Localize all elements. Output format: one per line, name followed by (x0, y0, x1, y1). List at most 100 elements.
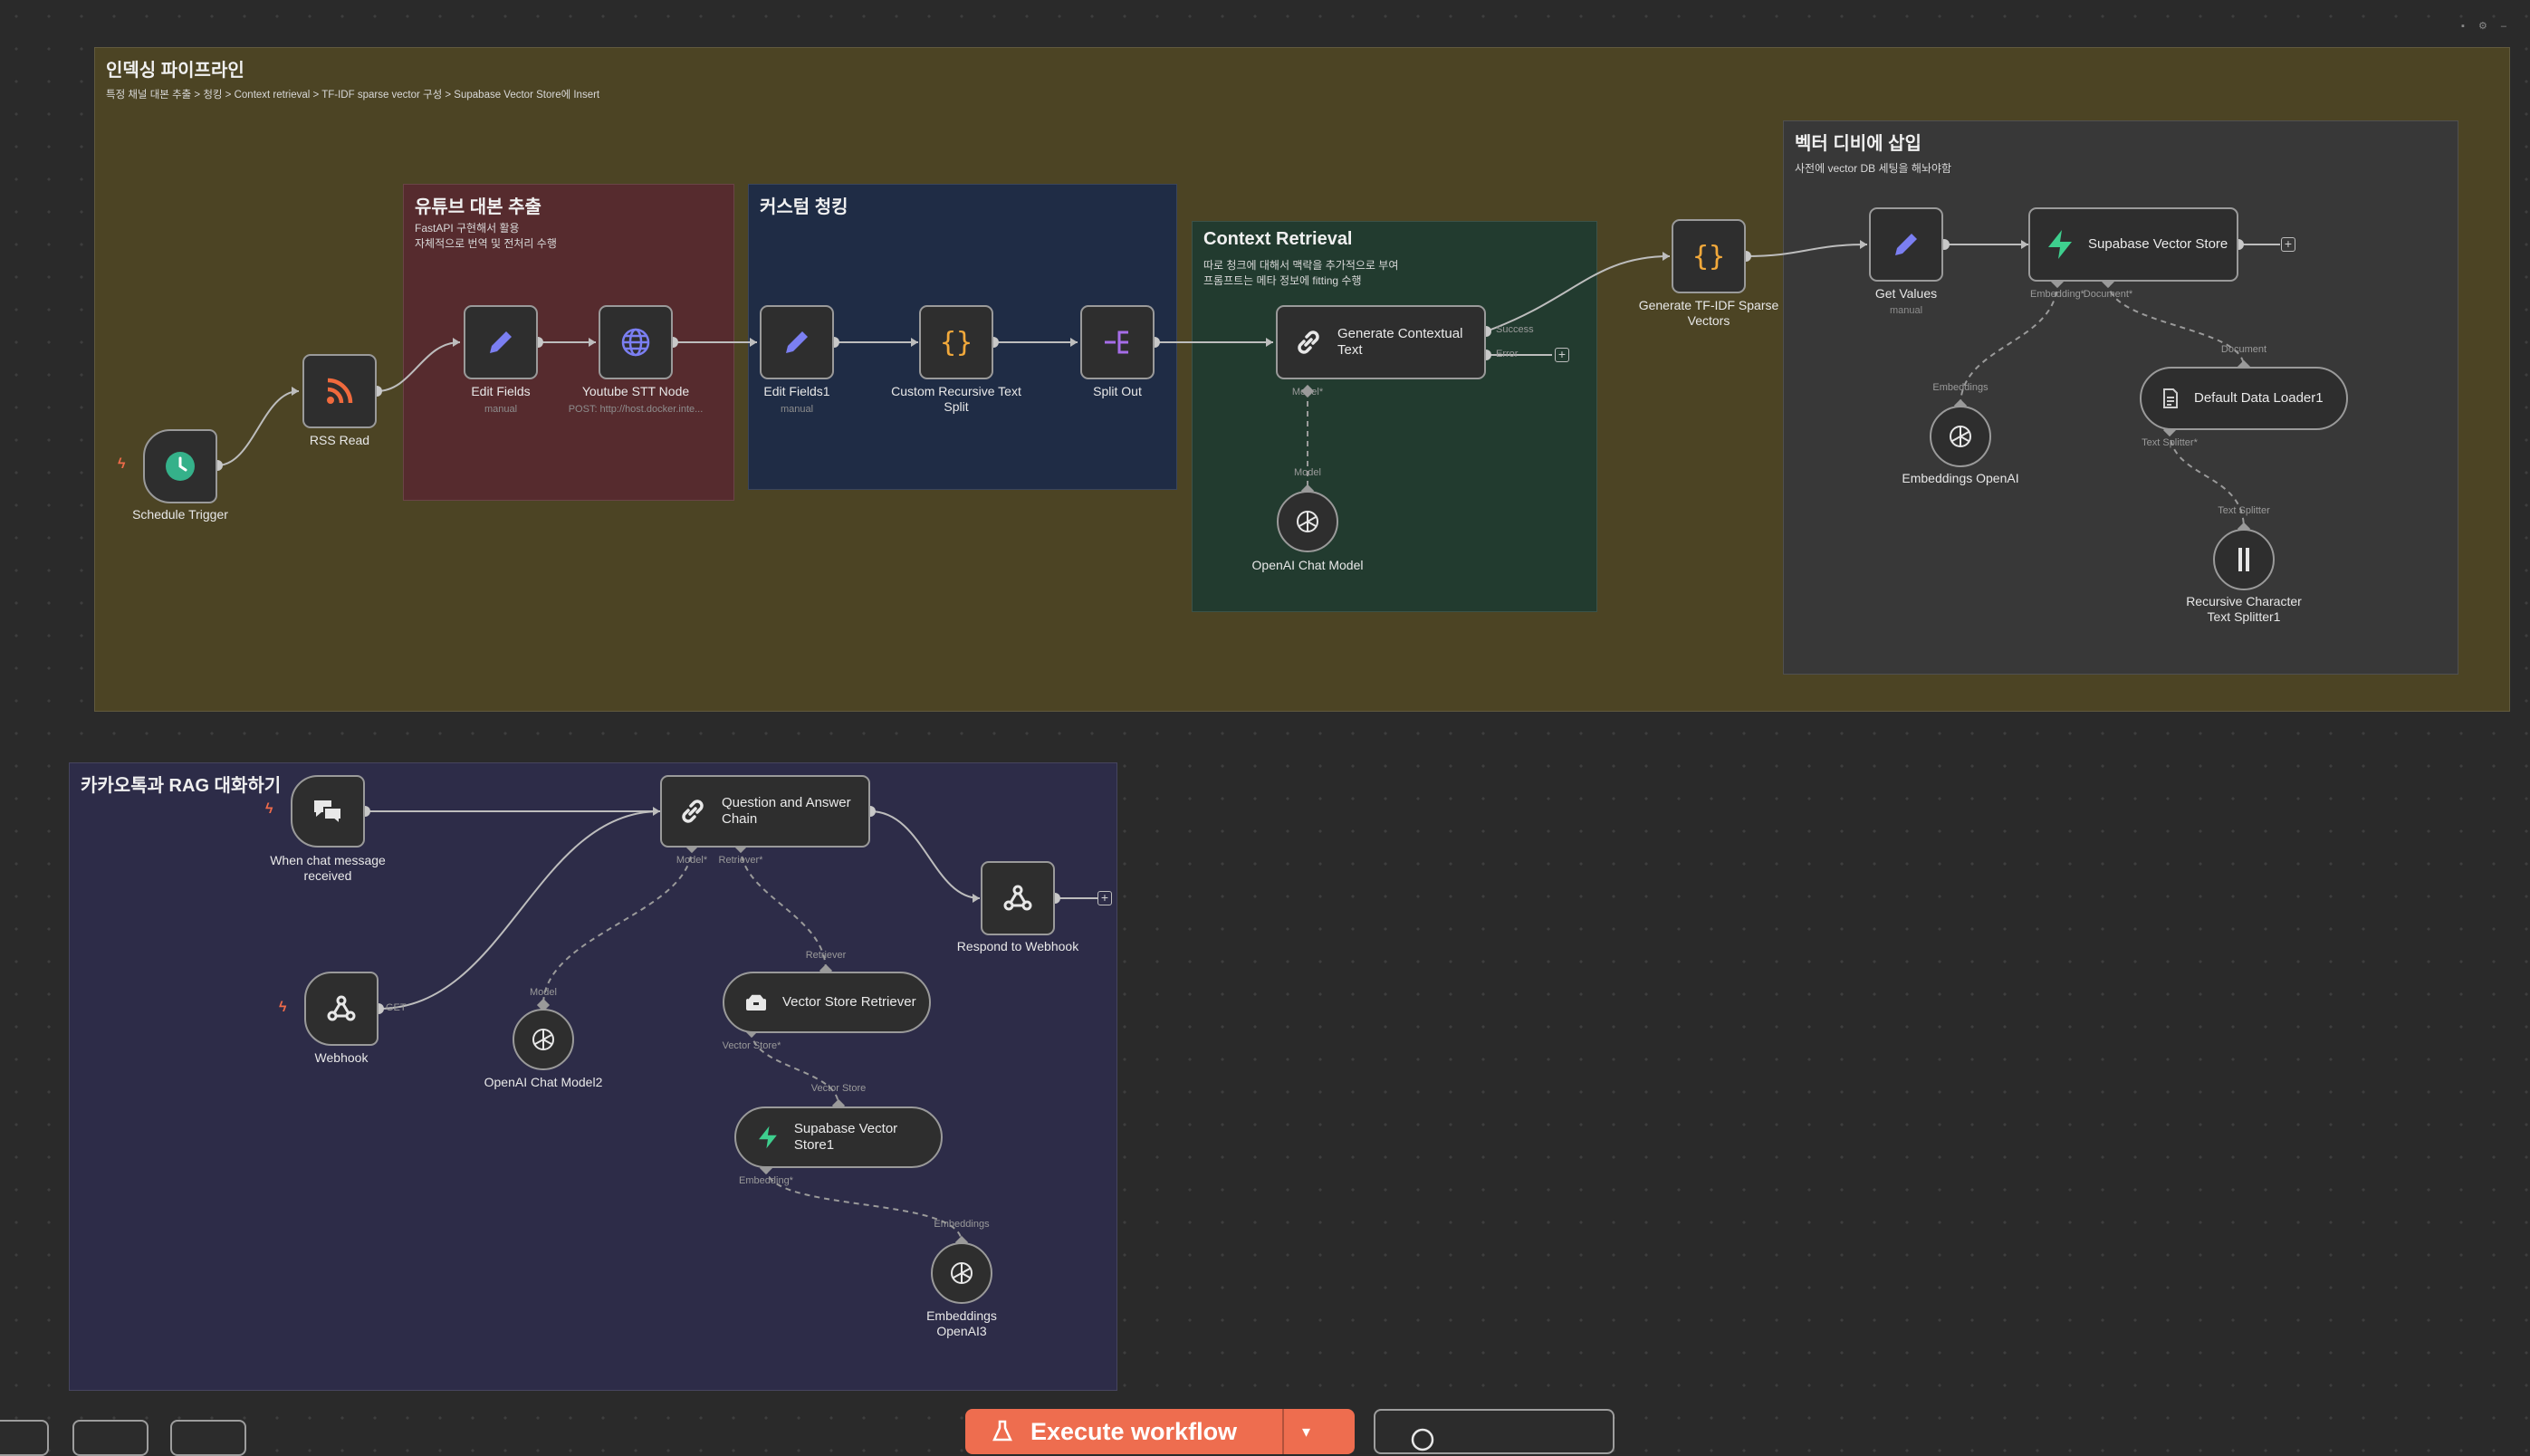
port-label-get: GET (386, 1002, 407, 1013)
openai-icon (951, 1262, 973, 1284)
pencil-icon (786, 331, 808, 353)
node-openai-chat-model2[interactable] (513, 1009, 574, 1070)
node-label: Recursive Character Text Splitter1 (2186, 594, 2302, 624)
supabase-icon (759, 1126, 777, 1149)
port-label-embeddings: Embeddings (1932, 382, 1989, 393)
execute-workflow-label: Execute workflow (1030, 1417, 1238, 1445)
port-label-document: Document (2220, 344, 2267, 355)
port-label-model: Model (530, 987, 557, 998)
node-openai-chat-model[interactable] (1277, 491, 1338, 552)
port-label-text-splitter: Text Splitter (2218, 505, 2270, 516)
node-get-values[interactable] (1869, 207, 1943, 282)
node-label: RSS Read (309, 433, 370, 447)
chain-link-icon (1298, 330, 1319, 354)
node-label: Vector Store Retriever (782, 994, 916, 1010)
node-edit-fields1[interactable] (760, 305, 834, 379)
group-description: 따로 청크에 대해서 맥락을 추가적으로 부여 프롬프트는 메타 정보에 fit… (1203, 259, 1399, 287)
trigger-bolt-icon: ϟ (118, 456, 126, 472)
group-title: 커스텀 청킹 (760, 197, 848, 217)
node-subtitle: manual (484, 404, 518, 415)
add-node-button[interactable]: + (1097, 891, 1112, 905)
port-label-embeddings: Embeddings (934, 1219, 990, 1230)
node-default-data-loader[interactable]: Default Data Loader1 (2140, 367, 2348, 430)
port-label-document: Document* (2083, 289, 2133, 300)
trigger-bolt-icon: ϟ (279, 1000, 287, 1015)
port-label-vector-store: Vector Store (810, 1083, 867, 1094)
node-subtitle: manual (1889, 305, 1923, 316)
port-label-vector-store: Vector Store* (722, 1040, 781, 1051)
execute-workflow-button[interactable]: Execute workflow ▾ (965, 1409, 1355, 1454)
node-label: Supabase Vector Store1 (793, 1121, 898, 1153)
node-when-chat-message-received[interactable] (291, 775, 365, 848)
button-divider (1282, 1409, 1284, 1454)
node-label: Embeddings OpenAI (1902, 471, 2019, 485)
connection-webhook-qachain (378, 810, 661, 1010)
node-embeddings-openai3[interactable] (931, 1242, 992, 1304)
openai-icon (1297, 511, 1318, 532)
clock-icon (166, 452, 195, 481)
retriever-icon (746, 993, 766, 1011)
webhook-icon (1003, 885, 1032, 911)
group-title: 인덱싱 파이프라인 (106, 61, 244, 81)
group-title: Context Retrieval (1203, 229, 1353, 249)
node-youtube-stt[interactable] (599, 305, 673, 379)
port-label-retriever: Retriever* (718, 855, 763, 866)
chat-icon (1411, 1428, 1434, 1451)
connection-vectorstore-embeddings (765, 1167, 963, 1243)
port-label-embedding: Embedding* (2030, 289, 2084, 300)
node-vector-store-retriever[interactable]: Vector Store Retriever (723, 972, 931, 1033)
group-title: 벡터 디비에 삽입 (1795, 134, 1921, 154)
node-recursive-character-text-splitter[interactable] (2213, 529, 2275, 590)
splitter-icon (2238, 548, 2249, 571)
connection-tfidf-getvalues (1745, 244, 1868, 257)
group-title: 유튜브 대본 추출 (415, 197, 541, 217)
connection-schedule-rss (216, 390, 300, 466)
trigger-bolt-icon: ϟ (265, 801, 273, 817)
node-generate-tfidf-sparse-vectors[interactable]: {} (1672, 219, 1746, 293)
node-label: Question and Answer Chain (722, 795, 851, 827)
add-node-button[interactable]: + (1555, 348, 1569, 362)
node-webhook[interactable] (304, 972, 379, 1046)
connection-rss-editfields (376, 341, 461, 392)
zoom-in-button[interactable] (72, 1420, 149, 1456)
node-split-out[interactable] (1080, 305, 1155, 379)
node-generate-contextual-text[interactable]: Generate Contextual Text (1276, 305, 1486, 379)
pencil-icon (1895, 234, 1917, 255)
node-schedule-trigger[interactable] (143, 429, 217, 503)
node-supabase-vector-store1[interactable]: Supabase Vector Store1 (734, 1106, 943, 1168)
zoom-to-fit-button[interactable] (0, 1420, 49, 1456)
node-label: Edit Fields1 (763, 384, 830, 398)
port-label-model: Model* (1291, 387, 1324, 398)
globe-icon (621, 328, 650, 357)
rss-icon (327, 378, 353, 404)
chevron-down-icon[interactable]: ▾ (1302, 1422, 1311, 1441)
port-label-success: Success (1496, 324, 1534, 335)
connection-retriever-vectorstore (751, 1030, 839, 1106)
pencil-icon (490, 331, 512, 353)
port-label-text-splitter: Text Splitter* (2142, 437, 2198, 448)
node-custom-recursive-text-split[interactable]: {} (919, 305, 993, 379)
port-label-embedding: Embedding* (739, 1175, 793, 1186)
chat-bubbles-icon (314, 800, 342, 826)
node-label: Schedule Trigger (132, 507, 228, 522)
node-label: OpenAI Chat Model2 (484, 1075, 603, 1089)
node-label: Get Values (1874, 286, 1938, 301)
node-respond-to-webhook[interactable] (981, 861, 1055, 935)
add-node-button[interactable]: + (2281, 237, 2295, 252)
connection-supabase-document (2107, 281, 2245, 368)
node-embeddings-openai[interactable] (1930, 406, 1991, 467)
group-description: 특정 채널 대본 추출 > 청킹 > Context retrieval > T… (106, 90, 600, 101)
port-label-model: Model (1294, 467, 1321, 478)
group-context-retrieval[interactable]: Context Retrieval 따로 청크에 대해서 맥락을 추가적으로 부… (1192, 221, 1597, 612)
node-edit-fields[interactable] (464, 305, 538, 379)
zoom-out-button[interactable] (170, 1420, 246, 1456)
node-rss-read[interactable] (302, 354, 377, 428)
port-label-error: Error (1496, 349, 1519, 359)
open-chat-button[interactable] (1374, 1409, 1615, 1454)
node-question-and-answer-chain[interactable]: Question and Answer Chain (660, 775, 870, 848)
node-label: When chat message received (270, 853, 386, 883)
svg-text:{}: {} (940, 327, 973, 359)
flask-icon (992, 1420, 1012, 1442)
sticky-note-controls[interactable]: ▪ ⚙ – (2461, 21, 2512, 32)
node-supabase-vector-store[interactable]: Supabase Vector Store (2028, 207, 2238, 282)
